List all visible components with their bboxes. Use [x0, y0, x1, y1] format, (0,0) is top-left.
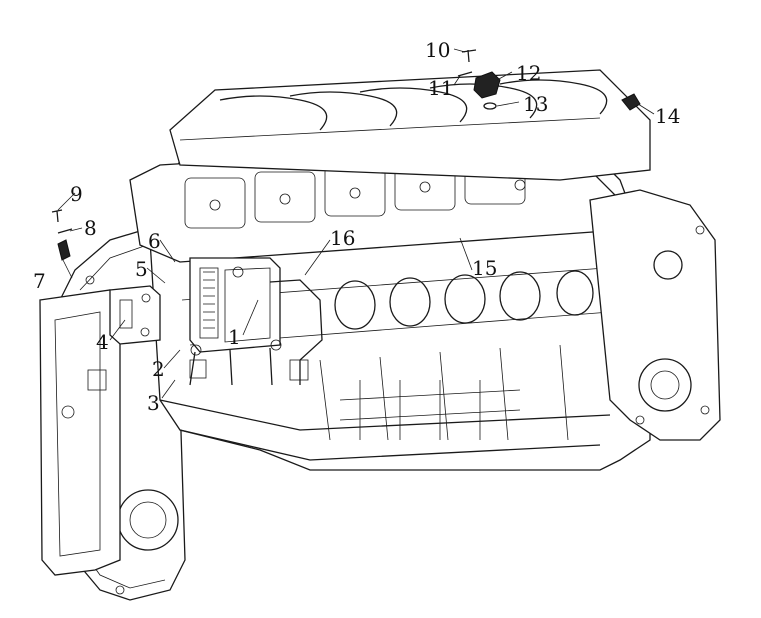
callout-14: 14	[655, 104, 681, 128]
washer-11	[457, 71, 473, 77]
callout-10: 10	[425, 38, 451, 62]
bolt-9	[51, 209, 63, 223]
left-bracket	[109, 285, 161, 345]
ecu-module	[189, 257, 282, 356]
fastener-7	[57, 239, 71, 261]
front-gear-housing	[589, 189, 721, 441]
callout-11: 11	[428, 76, 454, 100]
callout-4: 4	[96, 330, 109, 354]
callout-9: 9	[70, 182, 83, 206]
sensor-12	[473, 71, 501, 99]
sensor-14	[621, 93, 641, 111]
cylinder-head	[169, 69, 651, 191]
callout-8: 8	[84, 216, 97, 240]
callout-6: 6	[148, 229, 161, 253]
seal-13	[483, 102, 497, 110]
callout-15: 15	[472, 256, 498, 280]
callout-7: 7	[33, 269, 46, 293]
leader-lines	[57, 48, 655, 399]
ecu-bracket	[189, 279, 323, 386]
callout-12: 12	[516, 61, 542, 85]
callout-3: 3	[147, 391, 160, 415]
callout-5: 5	[135, 257, 148, 281]
callout-2: 2	[152, 357, 165, 381]
callout-13: 13	[523, 92, 549, 116]
washer-8	[57, 228, 73, 234]
callout-16: 16	[330, 226, 356, 250]
callout-1: 1	[228, 325, 241, 349]
